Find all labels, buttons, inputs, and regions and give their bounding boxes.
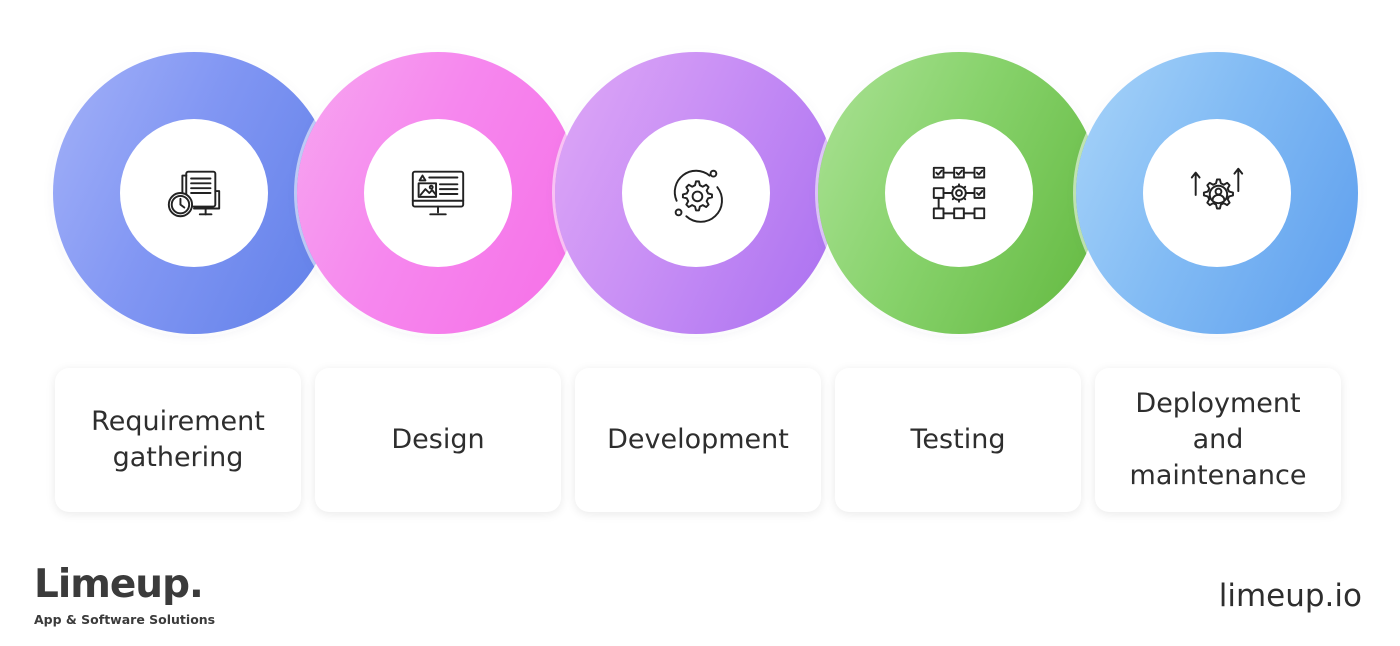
stage-card-testing: Testing [835,368,1081,512]
website-url: limeup.io [1218,578,1362,614]
icon-circle [120,119,268,267]
stage-ring-development [555,52,837,334]
stage-card-development: Development [575,368,821,512]
stage-label: Deployment and maintenance [1129,388,1307,491]
icon-circle [885,119,1033,267]
stage-ring-requirement-gathering [53,52,335,334]
checklist-flow-icon [932,166,986,220]
brand-name: Limeup. [34,562,204,607]
stage-card-requirement-gathering: Requirement gathering [55,368,301,512]
monitor-layout-icon [411,170,465,216]
stage-label: Design [391,424,485,455]
stage-card-deployment-maintenance: Deployment and maintenance [1095,368,1341,512]
document-clock-icon [167,170,221,218]
icon-circle [622,119,770,267]
brand-logo: Limeup. App & Software Solutions [34,562,215,627]
stage-card-design: Design [315,368,561,512]
stage-label: Development [607,424,789,455]
gear-user-arrows-icon [1190,167,1244,210]
gear-orbit-icon [673,169,723,223]
icon-circle [1143,119,1291,267]
stage-label: Requirement gathering [91,406,265,473]
stage-ring-testing [818,52,1100,334]
icon-circle [364,119,512,267]
brand-tagline: App & Software Solutions [34,612,216,627]
stage-label: Testing [910,424,1006,455]
stage-ring-deployment-maintenance [1076,52,1358,334]
stage-ring-design [297,52,579,334]
